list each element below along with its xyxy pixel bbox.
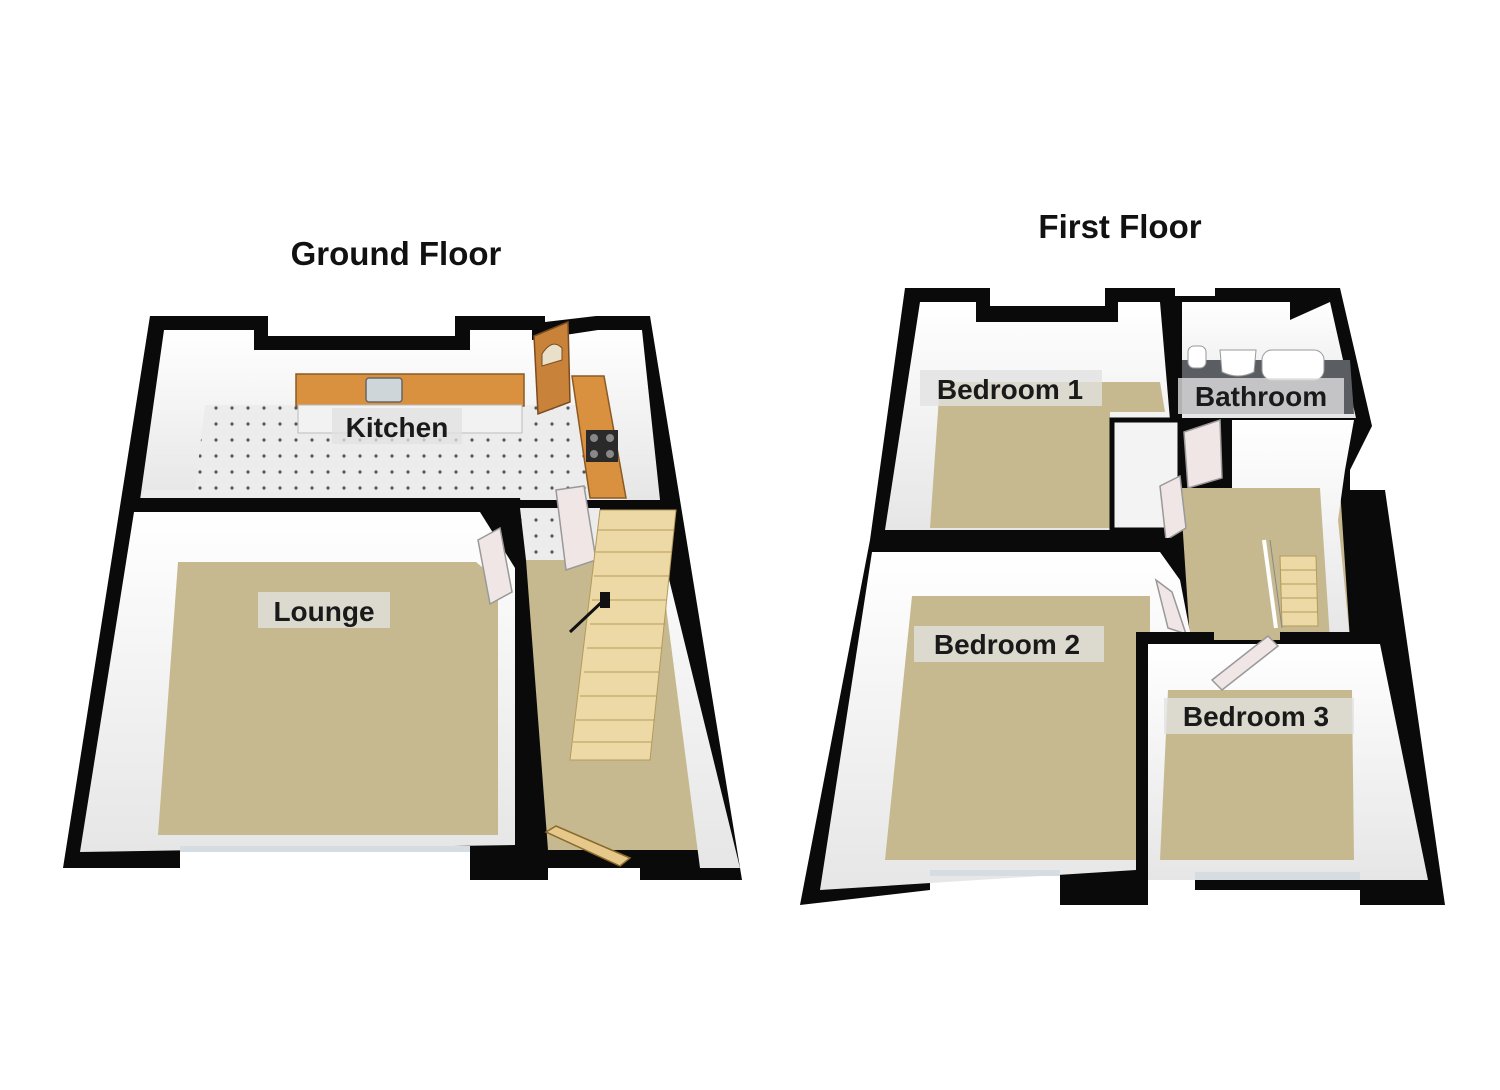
bedroom-1-label: Bedroom 1 (937, 374, 1083, 405)
hob-ring (590, 450, 598, 458)
ground-floor-title: Ground Floor (291, 235, 502, 272)
kitchen-sink (365, 377, 403, 403)
bedroom-2-3-wall (1136, 632, 1214, 880)
bedroom-2-label: Bedroom 2 (934, 629, 1080, 660)
back-door (533, 320, 571, 416)
bedroom-2-front-window (930, 870, 1060, 876)
kitchen-worktop (295, 373, 525, 407)
bathroom-label: Bathroom (1195, 381, 1327, 412)
bedroom-3-top-wall (1280, 632, 1386, 644)
lounge-label: Lounge (273, 596, 374, 627)
first-floor-title: First Floor (1038, 208, 1201, 245)
ground-floor-divider-wall (134, 498, 522, 512)
lounge-floor (158, 562, 498, 835)
hob-ring (606, 450, 614, 458)
stair-banister (568, 598, 606, 634)
stair-run (569, 509, 677, 761)
bathroom-bath (1261, 349, 1325, 381)
bedroom-1-label-bg (920, 370, 1102, 406)
lounge-front-window (180, 846, 470, 852)
bedroom-3-front-window (1195, 872, 1360, 880)
ground-floor-staircase (568, 509, 677, 761)
landing-door (1159, 474, 1187, 542)
bedroom-1-floor (930, 382, 1165, 528)
bedroom-3-label: Bedroom 3 (1183, 701, 1329, 732)
landing-wall-face (1232, 420, 1354, 640)
hallway-wall-face (630, 510, 740, 868)
front-door (544, 825, 632, 867)
bathroom-basin (1219, 349, 1257, 377)
hob (586, 430, 618, 462)
back-door-window (541, 343, 563, 367)
stair-run (1279, 555, 1319, 627)
bedroom-3-label-bg (1164, 698, 1354, 734)
hob-ring (590, 434, 598, 442)
kitchen-label-bg (332, 408, 462, 444)
hob-ring (606, 434, 614, 442)
ground-floor-plan (63, 316, 742, 880)
bedroom-3-door (1210, 634, 1280, 692)
bathroom-door (1183, 418, 1223, 489)
hallway-wall (515, 568, 548, 868)
stair-banister (1262, 539, 1278, 629)
floor-titles: Ground Floor First Floor (291, 208, 1202, 272)
room-labels: Kitchen Lounge Bedroom 1 Bathroom Bedroo… (258, 370, 1354, 734)
kitchen-label: Kitchen (346, 412, 449, 443)
first-floor-staircase (1262, 539, 1319, 629)
bedroom-2-label-bg (914, 626, 1104, 662)
bathroom-label-bg (1178, 378, 1344, 414)
stair-newel-post (600, 592, 610, 608)
stair-banister (1269, 539, 1283, 629)
first-floor-plan (800, 288, 1445, 905)
first-floor-divider-wall (872, 538, 1180, 552)
lounge-label-bg (258, 592, 390, 628)
bathroom-toilet (1187, 345, 1207, 369)
lounge-door (477, 526, 513, 606)
